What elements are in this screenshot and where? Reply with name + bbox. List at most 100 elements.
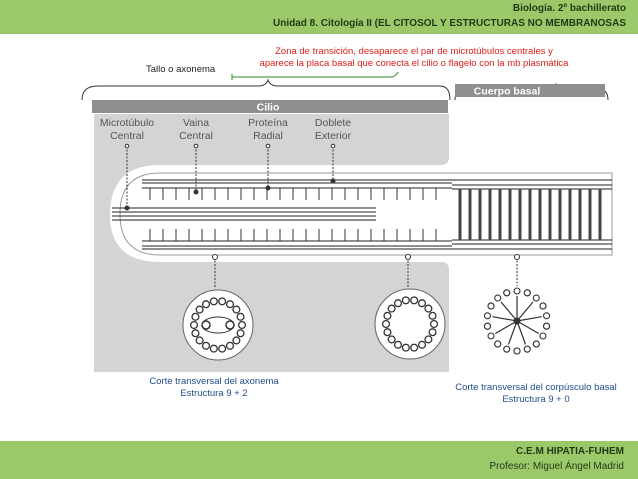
plasma-membrane <box>94 114 449 372</box>
triplet-microtubule <box>494 340 502 348</box>
axoneme-section-line1: Corte transversal del axonema <box>149 376 279 387</box>
outer-microtubule <box>191 312 200 321</box>
footer-teacher: Profesor: Miguel Ángel Madrid <box>489 461 624 472</box>
basal-section-line1: Corte transversal del corpúsculo basal <box>455 382 617 393</box>
part-pointers <box>126 146 518 287</box>
outer-microtubule <box>417 299 427 308</box>
basal-body-label: Cuerpo basal <box>474 86 541 98</box>
triplet-microtubule <box>523 289 531 297</box>
transition-zone-line1: Zona de transición, desaparece el par de… <box>275 46 553 57</box>
outer-microtubule <box>401 296 410 305</box>
cartwheel-spoke <box>516 320 539 335</box>
triplet-microtubule <box>487 302 495 310</box>
outer-microtubule <box>401 343 410 352</box>
cartwheel-spoke <box>507 320 518 345</box>
outer-microtubule <box>429 319 439 329</box>
transition-bracket <box>231 71 399 80</box>
triplet-microtubule <box>513 287 521 295</box>
outer-microtubule <box>410 296 419 305</box>
outer-microtubule <box>225 341 235 350</box>
axoneme-cross-section <box>182 289 254 361</box>
part-label-sheath-2: Central <box>179 130 213 142</box>
triplet-microtubule <box>542 312 551 320</box>
cilium-brace <box>81 78 451 101</box>
outer-microtubule <box>387 304 396 313</box>
cilium-label-box <box>92 100 448 113</box>
triplet-microtubule <box>487 332 495 340</box>
outer-microtubule <box>381 319 391 329</box>
triplet-microtubule <box>523 345 531 353</box>
transition-doublet-ring <box>381 296 439 352</box>
cartwheel-spoke <box>500 301 518 322</box>
outer-microtubule <box>232 305 241 314</box>
basal-body-label-box <box>455 84 605 97</box>
outer-microtubule <box>383 328 392 337</box>
triplet-microtubule <box>483 312 492 320</box>
part-label-sheath-1: Vaina <box>183 117 209 129</box>
outer-microtubule <box>236 329 245 338</box>
triplet-microtubule <box>503 345 511 353</box>
triplet-microtubule <box>532 340 540 348</box>
cartwheel-spoke <box>516 320 527 345</box>
axoneme-microtubules <box>112 179 452 250</box>
outer-microtubule <box>387 335 396 344</box>
basal-section-note: Corte transversal del corpúsculo basal E… <box>440 382 632 406</box>
outer-microtubule <box>424 335 433 344</box>
outer-microtubule <box>424 304 433 313</box>
outer-microtubule <box>201 300 211 309</box>
part-labels: Microtúbulo Central Vaina Central Proteí… <box>100 117 352 142</box>
pointer-end-dots <box>124 178 336 211</box>
cartwheel-hub <box>513 317 521 325</box>
outer-microtubule <box>428 311 437 320</box>
part-label-radial-2: Radial <box>253 130 283 142</box>
part-label-doublet-1: Doblete <box>315 117 351 129</box>
triplet-microtubule <box>503 289 511 297</box>
outer-microtubule <box>209 344 218 353</box>
outer-microtubule <box>393 299 403 308</box>
footer-band: C.E.M HIPATIA-FUHEM Profesor: Miguel Áng… <box>0 441 638 479</box>
triplet-microtubule <box>532 294 540 302</box>
outer-microtubule <box>189 320 199 330</box>
cartwheel-spoke <box>516 301 534 322</box>
cartwheel-spoke <box>492 316 518 322</box>
outer-microtubule <box>410 343 419 352</box>
outer-microtubule <box>218 344 227 353</box>
stem-label: Tallo o axonema <box>146 64 216 75</box>
outer-microtubule <box>225 300 235 309</box>
axoneme-section-note: Corte transversal del axonema Estructura… <box>128 376 300 400</box>
transition-zone-note: Zona de transición, desaparece el par de… <box>240 46 588 70</box>
part-label-radial-1: Proteína <box>248 117 288 129</box>
footer-school: C.E.M HIPATIA-FUHEM <box>516 446 624 457</box>
basal-body-cross-section <box>483 287 551 355</box>
axoneme-section-line2: Estructura 9 + 2 <box>180 388 248 399</box>
axoneme-doublet-ring <box>189 297 247 353</box>
outer-microtubule <box>191 329 200 338</box>
triplet-microtubule <box>494 294 502 302</box>
outer-microtubule <box>428 328 437 337</box>
outer-microtubule <box>236 312 245 321</box>
header-unit: Unidad 8. Citología II (EL CITOSOL Y EST… <box>273 18 626 29</box>
triplet-microtubule <box>542 322 551 330</box>
part-label-microtubule-2: Central <box>110 130 144 142</box>
triplet-microtubule <box>539 332 547 340</box>
cartwheel-spoke <box>516 316 542 322</box>
outer-microtubule <box>383 311 392 320</box>
outer-microtubule <box>232 336 241 345</box>
transition-zone-line2: aparece la placa basal que conecta el ci… <box>259 58 569 69</box>
basal-section-line2: Estructura 9 + 0 <box>502 394 570 405</box>
header-subject: Biología. 2º bachillerato <box>512 3 626 14</box>
triplet-microtubule <box>483 322 492 330</box>
triplet-microtubule <box>539 302 547 310</box>
outer-microtubule <box>393 340 403 349</box>
part-label-microtubule-1: Microtúbulo <box>100 117 154 129</box>
triplet-microtubule <box>513 347 521 355</box>
outer-microtubule <box>195 305 204 314</box>
transition-cross-section <box>374 288 446 360</box>
outer-microtubule <box>417 340 427 349</box>
header-band: Biología. 2º bachillerato Unidad 8. Cito… <box>0 0 638 34</box>
outer-microtubule <box>209 297 218 306</box>
cilium-label: Cilio <box>257 102 280 114</box>
outer-microtubule <box>195 336 204 345</box>
radial-spokes <box>149 188 437 241</box>
